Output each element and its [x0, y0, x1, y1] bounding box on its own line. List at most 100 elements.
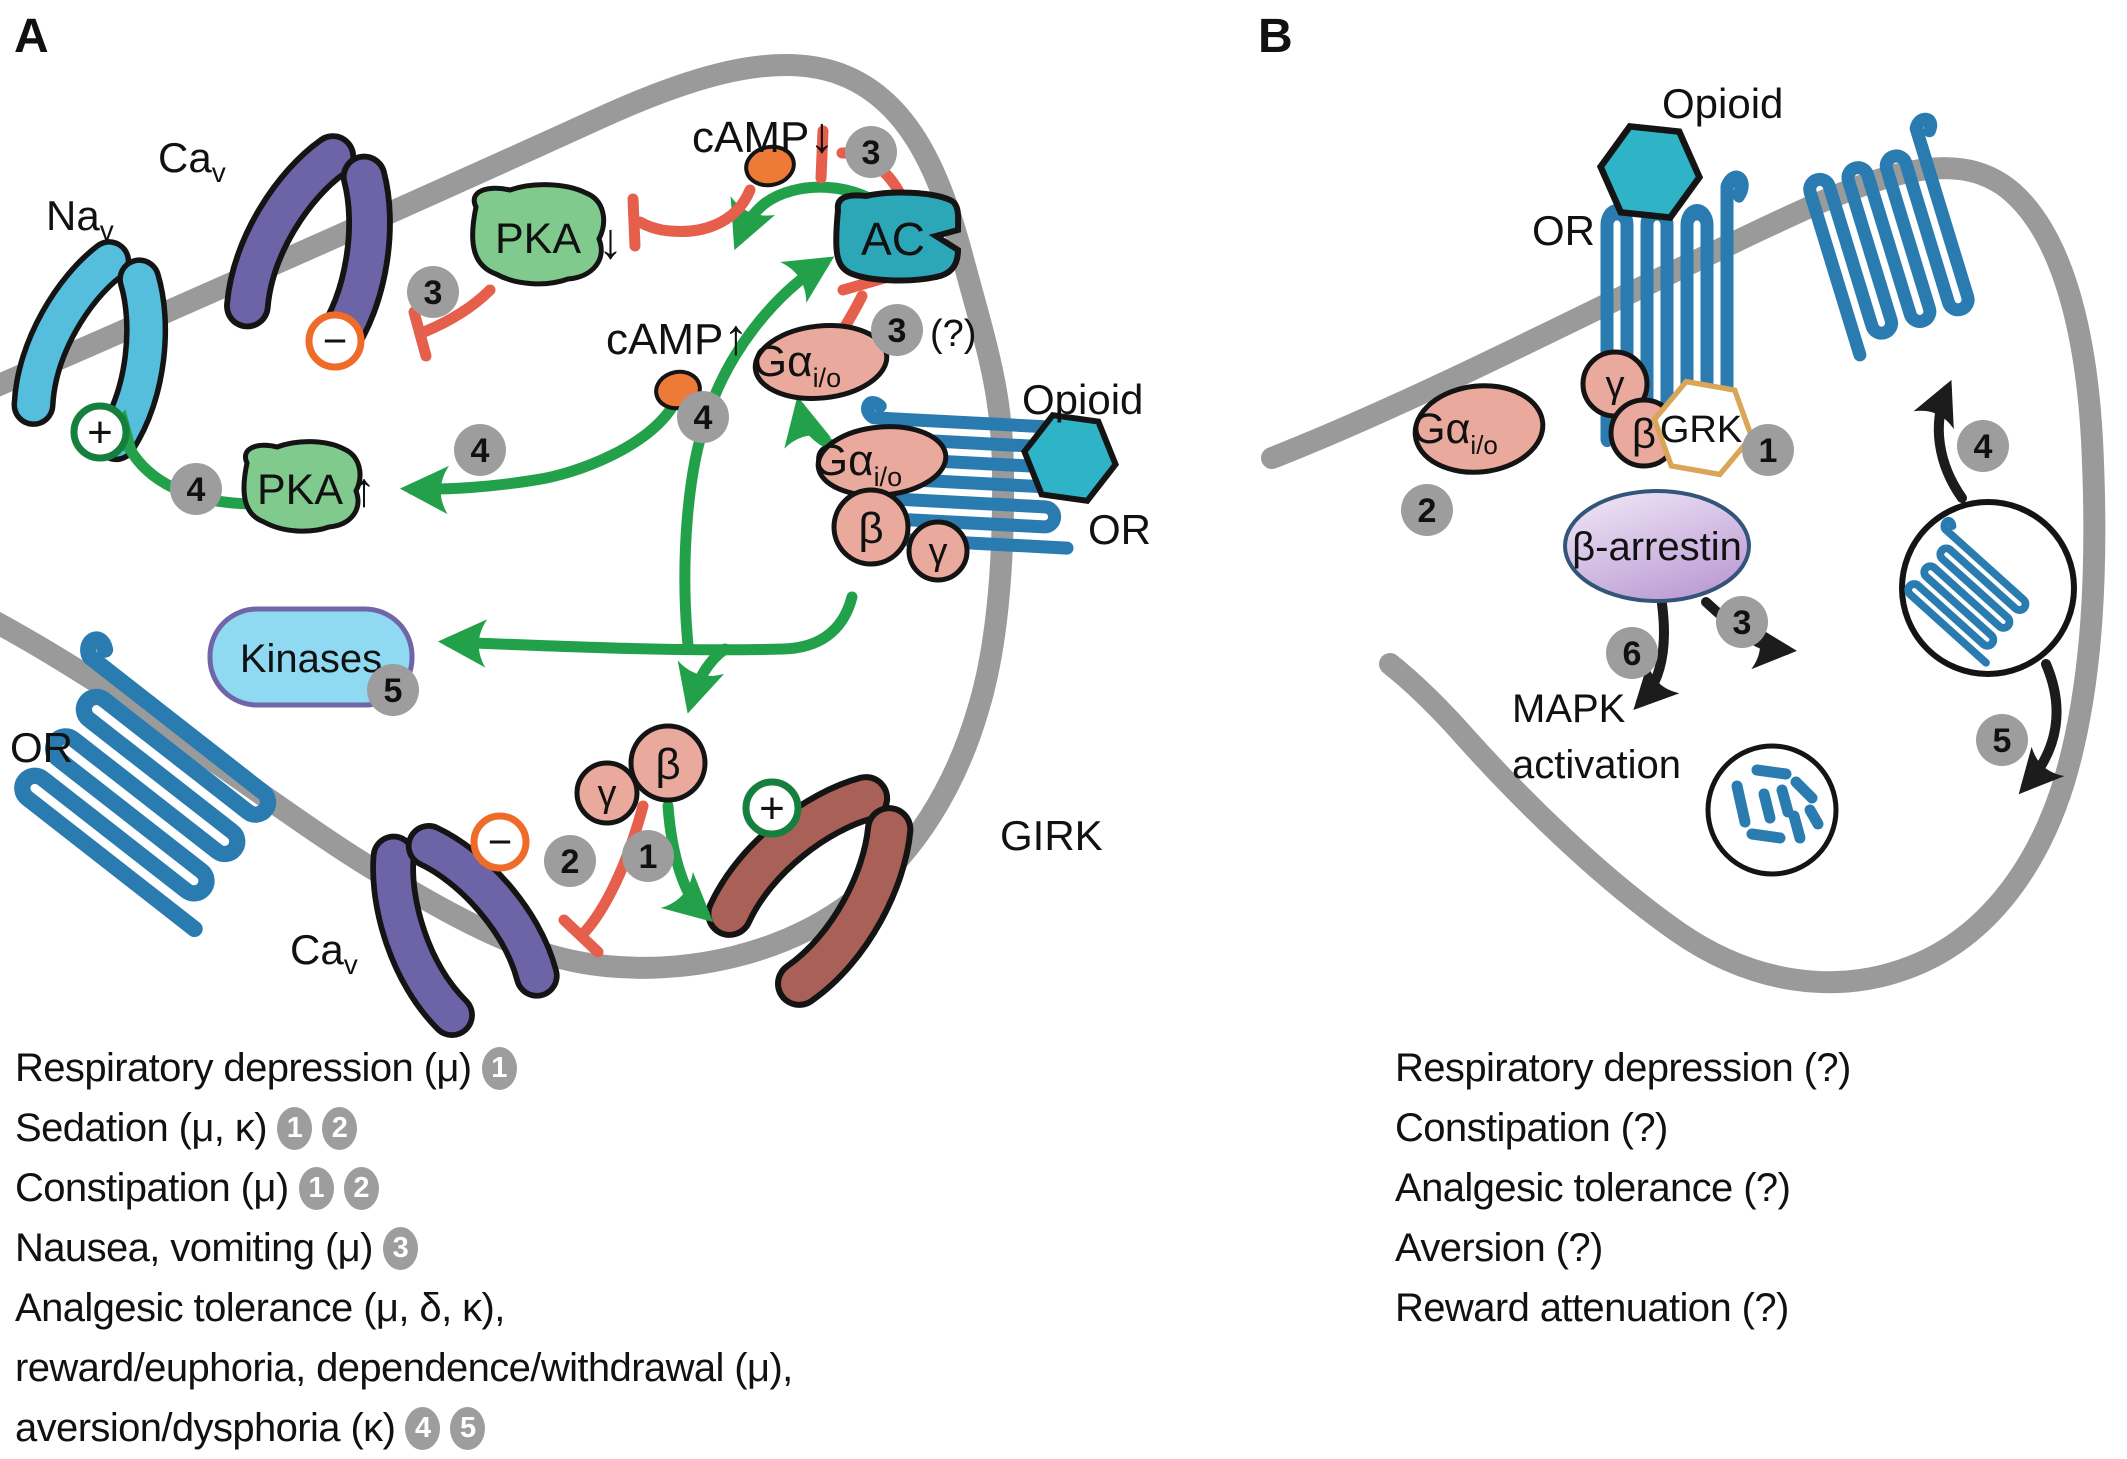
- badge-b-step3: 3: [1716, 596, 1768, 648]
- effect-badge: 5: [450, 1407, 486, 1450]
- cav-bottom-label: Cav: [290, 926, 358, 980]
- effect-badge: 4: [405, 1407, 441, 1450]
- beta-free-label: β: [655, 740, 680, 789]
- girk-label: GIRK: [1000, 812, 1103, 859]
- inhibit-ac-to-camp-tbar: [815, 125, 829, 184]
- effect-text: reward/euphoria, dependence/withdrawal (…: [15, 1346, 793, 1390]
- effect-badge: 1: [298, 1167, 334, 1210]
- badge-step3-camp: 3: [845, 126, 897, 178]
- plus-girk-sign: +: [759, 784, 785, 833]
- beta-arrestin-label: β-arrestin: [1572, 525, 1742, 569]
- effect-row: Aversion (?): [1395, 1226, 1603, 1271]
- badge-b-step6: 6: [1606, 627, 1658, 679]
- svg-text:3: 3: [862, 134, 881, 172]
- badge-step3-ac: 3: [871, 304, 923, 356]
- badge-step1-girk: 1: [622, 830, 674, 882]
- receptor-fragments: [1731, 764, 1824, 844]
- svg-text:1: 1: [639, 838, 658, 876]
- plus-nav-sign: +: [87, 408, 113, 457]
- svg-text:4: 4: [187, 471, 206, 509]
- effect-row: Nausea, vomiting (μ)3: [15, 1226, 418, 1271]
- effect-badge: 2: [321, 1107, 357, 1150]
- badge-step4-camp: 4: [454, 424, 506, 476]
- effect-row: Reward attenuation (?): [1395, 1286, 1789, 1331]
- inhibit-camp-to-pka: [634, 184, 756, 237]
- galpha-free: Gαi/o: [752, 323, 890, 401]
- mapk-label-line1: MAPK: [1512, 687, 1626, 731]
- svg-text:4: 4: [471, 432, 490, 470]
- effect-row: reward/euphoria, dependence/withdrawal (…: [15, 1346, 793, 1391]
- svg-text:3: 3: [1733, 604, 1752, 642]
- beta-coupled: β: [831, 487, 911, 567]
- plus-ring-nav: +: [70, 402, 130, 462]
- gamma-b-label: γ: [1606, 364, 1625, 406]
- effect-text: Sedation (μ, κ): [15, 1106, 268, 1150]
- kinases-box: Kinases: [207, 606, 415, 708]
- opioid-label-b: Opioid: [1662, 80, 1783, 127]
- gamma-coupled-label: γ: [929, 531, 948, 573]
- minus-ring-cav-bottom: −: [470, 812, 530, 872]
- arrow-recycling: [1913, 379, 1967, 503]
- beta-free: β: [628, 723, 708, 803]
- arrow-mapk: [1633, 599, 1680, 710]
- svg-text:1: 1: [1759, 432, 1778, 470]
- or-label-a-right: OR: [1088, 506, 1151, 553]
- camp-dot-lowered: [744, 144, 796, 188]
- badge-step3-cav: 3: [407, 266, 459, 318]
- svg-text:2: 2: [1418, 492, 1437, 530]
- galpha-coupled-label: Gαi/o: [814, 436, 902, 492]
- arrow-to-free-betagamma: [677, 643, 731, 714]
- badge-b-step1: 1: [1742, 424, 1794, 476]
- galpha-b-label: Gαi/o: [1412, 405, 1498, 460]
- pka-lower-label: PKA: [257, 466, 343, 514]
- panel-a-title: A: [14, 10, 49, 63]
- effect-text: Aversion (?): [1395, 1226, 1603, 1270]
- arrow-to-kinases: [437, 591, 858, 668]
- badge-step5-kinases: 5: [367, 664, 419, 716]
- effect-text: Respiratory depression (μ): [15, 1046, 472, 1090]
- inhibit-camp-to-pka-tbar: [627, 193, 641, 252]
- badge-b-step4: 4: [1957, 420, 2009, 472]
- effect-badge: 2: [343, 1167, 379, 1210]
- ac-label: AC: [861, 213, 925, 265]
- badge-step4-pka: 4: [170, 463, 222, 515]
- minus-cav-sign: −: [323, 317, 348, 364]
- gamma-free: γ: [574, 760, 640, 826]
- beta-b-label: β: [1632, 410, 1656, 457]
- arrow-camp-to-pka: [399, 398, 680, 515]
- svg-text:2: 2: [561, 843, 580, 881]
- svg-text:4: 4: [694, 399, 713, 437]
- effect-text: Constipation (μ): [15, 1166, 289, 1210]
- grk-hexagon: GRK: [1647, 377, 1759, 478]
- effect-text: Respiratory depression (?): [1395, 1046, 1851, 1090]
- pka-upper-label: PKA: [495, 215, 581, 263]
- badge-b-step5: 5: [1976, 714, 2028, 766]
- arrow-girk-activation: [660, 800, 714, 923]
- effect-text: Nausea, vomiting (μ): [15, 1226, 373, 1270]
- badge-step4-ac: 4: [677, 391, 729, 443]
- effect-text: Reward attenuation (?): [1395, 1286, 1789, 1330]
- kinases-label: Kinases: [240, 637, 382, 681]
- effect-badge: 1: [481, 1047, 517, 1090]
- beta-arrestin: β-arrestin: [1563, 489, 1751, 603]
- svg-text:6: 6: [1623, 635, 1642, 673]
- effect-row: Analgesic tolerance (μ, δ, κ),: [15, 1286, 505, 1331]
- svg-text:5: 5: [384, 672, 403, 710]
- adenylyl-cyclase-blob: [833, 189, 962, 284]
- gamma-coupled: γ: [906, 519, 970, 583]
- panel-b-title: B: [1258, 10, 1293, 63]
- effect-row: Respiratory depression (μ)1: [15, 1046, 517, 1091]
- minus-cav2-sign: −: [488, 818, 513, 865]
- galpha-free-label: Gαi/o: [753, 337, 841, 393]
- arrow-degradation: [2018, 659, 2065, 795]
- inhibit-betagamma-to-cav-tbar: [558, 914, 604, 958]
- svg-text:3: 3: [424, 274, 443, 312]
- camp-raised-label: cAMP↑: [606, 309, 748, 365]
- effect-row: Constipation (?): [1395, 1106, 1668, 1151]
- inhibit-betagamma-to-cav: [576, 800, 649, 941]
- effect-row: Respiratory depression (?): [1395, 1046, 1851, 1091]
